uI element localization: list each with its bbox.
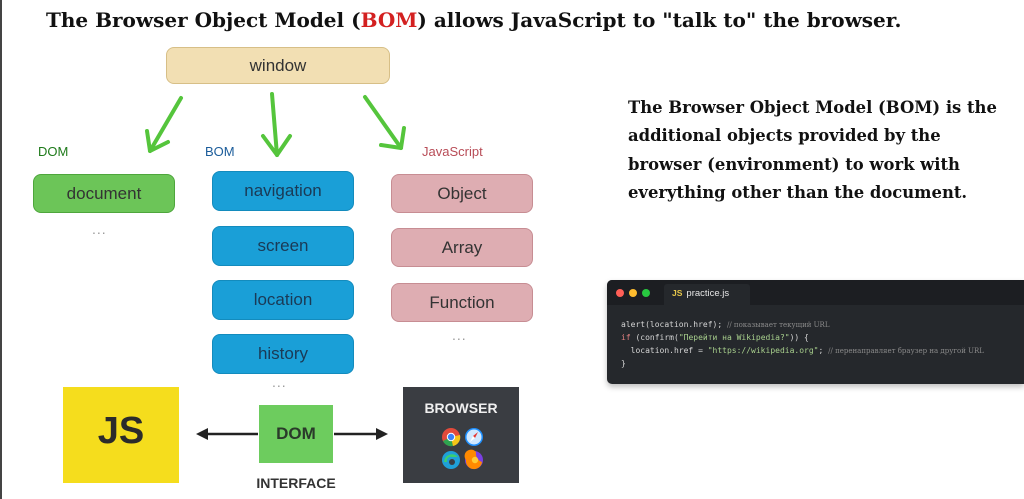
node-document: document <box>33 174 175 213</box>
close-dot-icon <box>616 289 624 297</box>
bom-column-label: BOM <box>205 144 235 159</box>
interface-label: INTERFACE <box>256 475 336 491</box>
description-line: everything other than the document. <box>628 182 968 202</box>
firefox-icon <box>464 449 483 470</box>
description-line: browser (environment) to work with <box>628 154 960 174</box>
dom-column-label: DOM <box>38 144 69 159</box>
page-title: The Browser Object Model (BOM) allows Ja… <box>46 8 901 32</box>
arrow-to-bom <box>270 92 279 157</box>
window-node: window <box>166 47 390 84</box>
file-name: practice.js <box>686 288 730 299</box>
node-history: history <box>212 334 354 374</box>
browser-label: BROWSER <box>424 400 498 416</box>
dom-interface-label: DOM <box>276 424 316 443</box>
node-navigation: navigation <box>212 171 354 211</box>
safari-icon <box>465 428 483 446</box>
edge-icon <box>442 451 460 469</box>
browser-icons <box>442 428 483 470</box>
title-prefix: The Browser Object Model ( <box>46 8 361 32</box>
left-edge-line <box>0 0 2 499</box>
maximize-dot-icon <box>642 289 650 297</box>
js-logo-text: JS <box>97 410 145 452</box>
arrow-to-dom <box>148 96 183 153</box>
description-line: additional objects provided by the <box>628 126 941 146</box>
js-file-icon: JS <box>672 288 683 298</box>
code-string: "Перейти на Wikipedia?" <box>678 333 790 342</box>
node-location: location <box>212 280 354 320</box>
code-line-3: location.href = "https://wikipedia.org";… <box>621 346 984 355</box>
node-function: Function <box>391 283 533 322</box>
node-screen: screen <box>212 226 354 266</box>
bom-more-dots: ... <box>272 374 287 390</box>
dom-interface-box <box>259 405 333 463</box>
code-text: ; <box>818 346 829 355</box>
dom-more-dots: ... <box>92 221 107 237</box>
code-text: )) { <box>789 333 809 342</box>
node-array: Array <box>391 228 533 267</box>
code-line-4: } <box>621 359 626 368</box>
browser-box <box>403 387 519 483</box>
code-text: (confirm( <box>630 333 679 342</box>
title-suffix: ) allows JavaScript to "talk to" the bro… <box>417 8 902 32</box>
chrome-icon <box>442 428 461 447</box>
title-highlight: BOM <box>360 8 418 32</box>
javascript-column-label: JavaScript <box>422 144 483 159</box>
code-comment: // показывает текущий URL <box>726 321 830 329</box>
code-text: location.href = <box>621 346 708 355</box>
minimize-dot-icon <box>629 289 637 297</box>
bom-description: The Browser Object Model (BOM) is the ad… <box>628 94 1020 207</box>
code-text: alert(location.href); <box>621 320 727 329</box>
node-object: Object <box>391 174 533 213</box>
code-comment: // перенаправляет браузер на другой URL <box>828 347 984 355</box>
code-line-2: if (confirm("Перейти на Wikipedia?")) { <box>621 333 809 342</box>
code-line-1: alert(location.href); // показывает теку… <box>621 320 829 329</box>
arrow-to-javascript <box>363 95 403 150</box>
javascript-more-dots: ... <box>452 327 467 343</box>
code-string: "https://wikipedia.org" <box>707 346 819 355</box>
editor-tab <box>664 284 750 305</box>
js-logo <box>63 387 179 483</box>
description-line: The Browser Object Model (BOM) is the <box>628 98 997 117</box>
code-keyword: if <box>621 333 631 342</box>
